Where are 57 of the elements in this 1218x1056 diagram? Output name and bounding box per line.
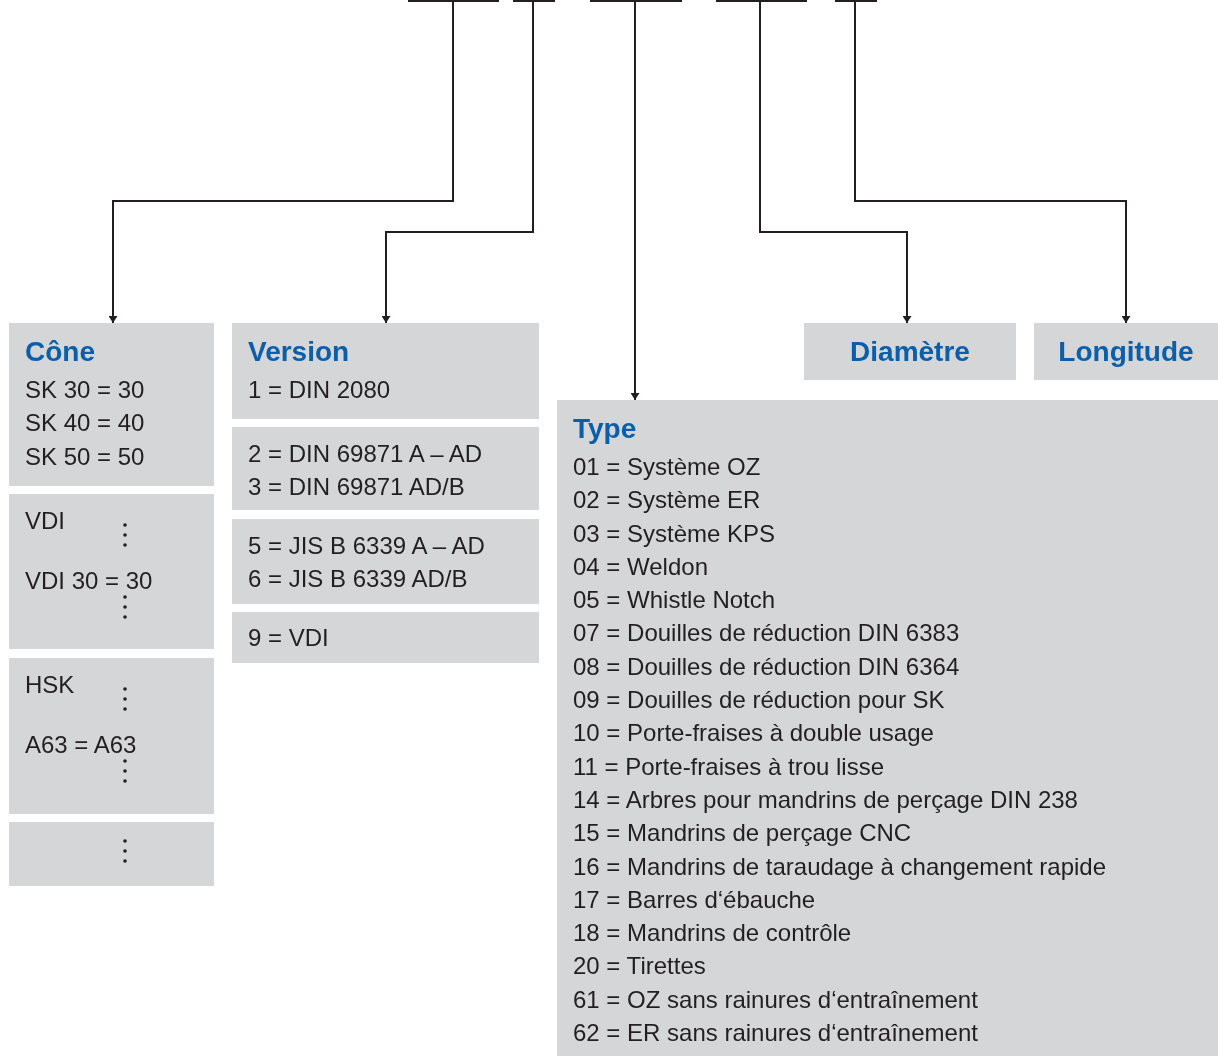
code-entry: 04 = Weldon [573,551,708,582]
code-field-line [513,0,555,2]
code-entry: 3 = DIN 69871 AD/B [248,472,465,502]
code-entry: 10 = Porte-fraises à double usage [573,718,934,749]
code-entry: 15 = Mandrins de perçage CNC [573,818,912,849]
code-entry: 03 = Système KPS [573,518,776,549]
code-field-line [716,0,807,2]
code-box [9,494,214,649]
code-entry: SK 40 = 40 [25,408,145,439]
connector-arrow [109,1,454,324]
code-entry: 05 = Whistle Notch [573,585,776,616]
code-entry: 01 = Système OZ [573,452,761,482]
code-field-line [835,0,877,2]
code-box [9,658,214,814]
code-entry: 18 = Mandrins de contrôle [573,918,852,949]
code-entry: 62 = ER sans rainures d‘entraînement [573,1018,978,1049]
code-entry: 2 = DIN 69871 A – AD [248,439,483,469]
code-entry: 09 = Douilles de réduction pour SK [573,685,945,716]
code-box [804,323,1016,380]
code-entry: 9 = VDI [248,623,329,653]
connector-arrow [854,1,1130,324]
code-entry: 20 = Tirettes [573,951,706,982]
code-box [232,323,539,419]
code-entry: 6 = JIS B 6339 AD/B [248,564,468,594]
code-entry: SK 50 = 50 [25,441,145,472]
box-heading: Type [573,412,637,446]
box-heading: Version [248,335,350,369]
code-entry: A63 = A63 [25,730,137,760]
code-field-line [408,0,499,2]
box-heading: Longitude [1058,335,1194,369]
code-entry: VDI 30 = 30 [25,566,153,596]
code-entry: SK 30 = 30 [25,375,145,405]
code-entry: 14 = Arbres pour mandrins de perçage DIN 238 [573,784,1078,815]
code-box [9,323,214,486]
code-entry: VDI [25,506,65,536]
code-panel [557,400,1218,1056]
code-box [1034,323,1218,380]
code-field-line [590,0,682,2]
box-heading: Cône [25,335,95,369]
code-box [232,427,539,510]
code-box [9,822,214,886]
code-entry: 5 = JIS B 6339 A – AD [248,531,485,561]
code-box [232,519,539,604]
code-entry: HSK [25,670,75,700]
code-entry: 07 = Douilles de réduction DIN 6383 [573,618,960,649]
code-entry: 61 = OZ sans rainures d‘entraînement [573,984,978,1015]
code-entry: 1 = DIN 2080 [248,375,391,405]
box-heading: Diamètre [850,335,970,369]
code-entry: 11 = Porte-fraises à trou lisse [573,751,885,782]
connector-arrow [631,1,639,401]
code-entry: 16 = Mandrins de taraudage à changement rapide [573,851,1107,882]
connector-arrow [759,1,911,324]
connector-arrow [382,1,534,324]
code-box [232,612,539,663]
code-entry: 02 = Système ER [573,485,761,516]
code-entry: 08 = Douilles de réduction DIN 6364 [573,651,960,682]
code-entry: 17 = Barres d‘ébauche [573,884,816,915]
